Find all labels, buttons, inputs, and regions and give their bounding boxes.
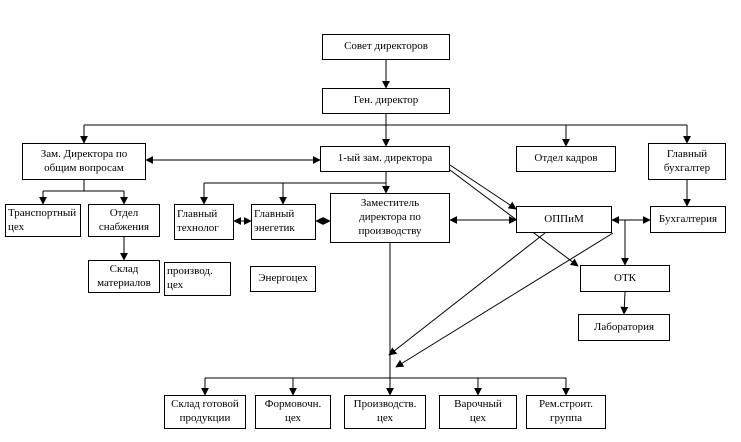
org-node-finished-goods-warehouse: Склад готовой продукции bbox=[164, 395, 246, 429]
org-node-board-of-directors: Совет директоров bbox=[322, 34, 450, 60]
org-node-laboratory: Лаборатория bbox=[578, 314, 670, 341]
org-node-deputy-general-affairs: Зам. Директора по общим вопросам bbox=[22, 143, 146, 180]
org-node-production-shop: Производств. цех bbox=[344, 395, 426, 429]
org-node-label: Варочный цех bbox=[454, 398, 502, 424]
edge-oppim-to-bottom-junction-1 bbox=[388, 232, 546, 356]
org-node-hr-dept: Отдел кадров bbox=[516, 146, 616, 172]
org-node-label: Бухгалтерия bbox=[658, 212, 718, 225]
org-node-label: Склад материалов bbox=[97, 262, 151, 289]
edge-otk-to-laboratory bbox=[620, 291, 629, 315]
org-node-label: Главный бухгалтер bbox=[663, 147, 711, 174]
org-node-label: производ. цех bbox=[167, 265, 213, 291]
org-node-label: Отдел кадров bbox=[534, 152, 598, 165]
org-node-first-deputy-director: 1-ый зам. директора bbox=[320, 146, 450, 172]
org-node-label: Склад готовой продукции bbox=[171, 398, 239, 424]
org-node-cooking-shop: Варочный цех bbox=[439, 395, 517, 429]
org-node-label: ОППиМ bbox=[544, 212, 584, 225]
org-node-label: Главный энегетик bbox=[254, 208, 295, 234]
org-node-label: Совет директоров bbox=[344, 40, 428, 53]
org-node-label: Формовочн. цех bbox=[264, 398, 322, 424]
org-node-supply-dept: Отдел снабжения bbox=[88, 204, 160, 237]
org-node-chief-technologist: Главный технолог bbox=[174, 204, 234, 240]
org-node-label: Отдел снабжения bbox=[98, 206, 150, 233]
org-node-label: Транспортный цех bbox=[8, 206, 77, 233]
org-node-otk: ОТК bbox=[580, 265, 670, 292]
org-node-label: ОТК bbox=[614, 271, 636, 284]
edge-first-deputy-to-otk bbox=[449, 169, 579, 267]
org-node-label: Лаборатория bbox=[593, 320, 655, 333]
org-node-production-deputy: Заместитель директора по производству bbox=[330, 193, 450, 243]
edge-oppim-to-bottom-junction-2 bbox=[395, 232, 614, 368]
org-node-label: Производств. цех bbox=[353, 398, 417, 424]
org-node-chief-energy: Главный энегетик bbox=[251, 204, 316, 240]
org-node-chief-accountant: Главный бухгалтер bbox=[648, 143, 726, 180]
org-node-repair-construction-group: Рем.строит. группа bbox=[526, 395, 606, 429]
org-node-label: Энергоцех bbox=[258, 272, 308, 285]
org-node-transport-shop: Транспортный цех bbox=[5, 204, 81, 237]
org-node-gen-director: Ген. директор bbox=[322, 88, 450, 114]
org-node-molding-shop: Формовочн. цех bbox=[255, 395, 331, 429]
org-node-label: Главный технолог bbox=[177, 208, 219, 234]
org-node-label: Зам. Директора по общим вопросам bbox=[40, 147, 128, 174]
org-node-label: 1-ый зам. директора bbox=[337, 152, 433, 165]
org-node-label: Ген. директор bbox=[353, 94, 419, 107]
org-node-energy-shop: Энергоцех bbox=[250, 266, 316, 292]
org-node-oppim: ОППиМ bbox=[516, 206, 612, 233]
org-node-production-shop-small: производ. цех bbox=[164, 262, 231, 296]
org-node-materials-warehouse: Склад материалов bbox=[88, 260, 160, 293]
edge-first-deputy-to-oppim bbox=[449, 164, 517, 210]
org-node-label: Заместитель директора по производству bbox=[358, 197, 422, 237]
org-node-label: Рем.строит. группа bbox=[538, 398, 593, 424]
org-node-accounting: Бухгалтерия bbox=[650, 206, 726, 233]
